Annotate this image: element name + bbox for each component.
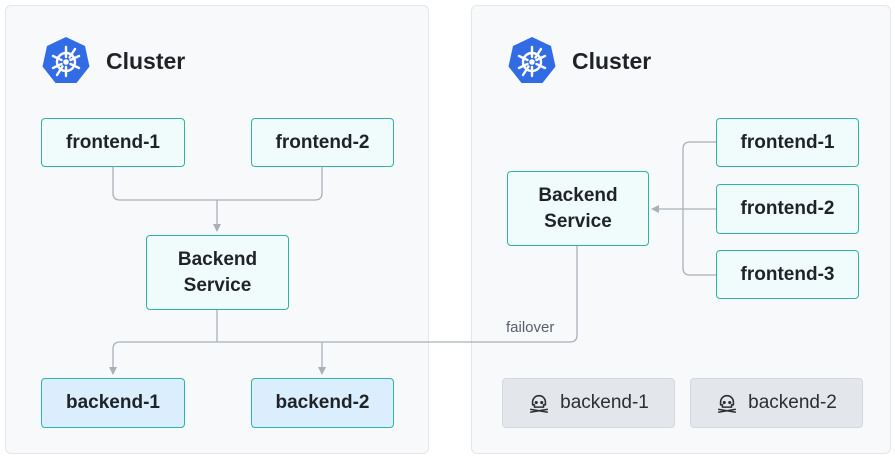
node-backend-service-left[interactable]: Backend Service: [146, 235, 289, 310]
kubernetes-helm-icon: [508, 37, 556, 83]
node-backend-service-right[interactable]: Backend Service: [507, 171, 649, 246]
node-backend-1-left[interactable]: backend-1: [41, 378, 185, 428]
kubernetes-helm-icon: [42, 37, 90, 83]
cluster-title-right: Cluster: [572, 47, 652, 74]
failover-label: failover: [506, 319, 555, 336]
node-frontend-1-left[interactable]: frontend-1: [41, 118, 185, 167]
node-frontend-2-left[interactable]: frontend-2: [251, 118, 394, 167]
edge-frontend1-to-service: [112, 167, 323, 201]
node-label: frontend-2: [275, 131, 370, 153]
cluster-header-right: Cluster: [506, 35, 651, 87]
skull-icon: [530, 394, 549, 413]
node-label: frontend-3: [740, 263, 835, 285]
node-label: backend-1: [560, 392, 649, 414]
node-backend-1-right-unavailable[interactable]: backend-1: [502, 378, 675, 428]
node-label: Backend Service: [177, 248, 258, 296]
node-frontend-3-right[interactable]: frontend-3: [716, 250, 859, 299]
edge-failover: [120, 246, 578, 343]
node-label: frontend-2: [740, 198, 835, 220]
node-label: backend-1: [66, 392, 160, 414]
node-label: frontend-1: [740, 131, 835, 153]
node-frontend-2-right[interactable]: frontend-2: [716, 184, 859, 234]
node-backend-2-right-unavailable[interactable]: backend-2: [690, 378, 863, 428]
node-label: frontend-1: [66, 131, 160, 153]
node-label: backend-2: [748, 392, 837, 414]
cluster-header-left: Cluster: [40, 35, 185, 87]
node-backend-2-left[interactable]: backend-2: [251, 378, 394, 428]
edge-to-backend1: [109, 341, 121, 375]
node-label: Backend Service: [538, 184, 618, 232]
node-label: backend-2: [275, 392, 370, 414]
node-frontend-1-right[interactable]: frontend-1: [716, 118, 859, 167]
skull-icon: [718, 394, 737, 413]
cluster-title-left: Cluster: [106, 47, 186, 74]
